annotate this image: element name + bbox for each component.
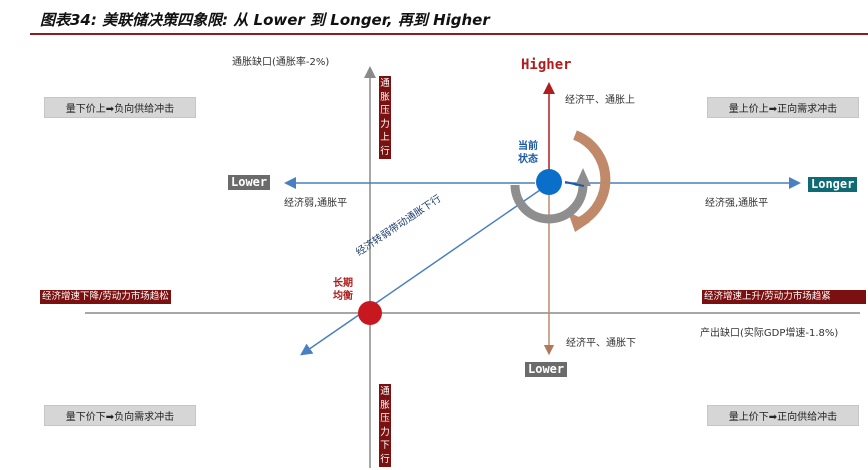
cycle-gray-arrowhead xyxy=(575,168,591,186)
lower-down-desc: 经济平、通胀下 xyxy=(566,338,636,349)
y-axis-label: 通胀缺口(通胀率-2%) xyxy=(232,57,330,68)
economy-accelerating-tag: 经济增速上升/劳动力市场趋紧 xyxy=(702,290,866,304)
figure-header: 图表34: 美联储决策四象限: 从 Lower 到 Longer, 再到 Hig… xyxy=(0,0,868,35)
header-rule xyxy=(30,33,868,35)
current-state-label: 当前状态 xyxy=(518,141,538,165)
quadrant-bottom-left: 量下价下➡负向需求冲击 xyxy=(44,405,196,426)
equilibrium-label: 长期均衡 xyxy=(333,278,353,302)
longer-label: Longer xyxy=(808,177,858,192)
higher-label: Higher xyxy=(521,57,572,73)
cycle-tick xyxy=(564,181,585,187)
figure-title: 图表34: 美联储决策四象限: 从 Lower 到 Longer, 再到 Hig… xyxy=(40,11,490,29)
quadrant-top-right: 量上价上➡正向需求冲击 xyxy=(707,97,859,118)
quadrant-bottom-right: 量上价下➡正向供给冲击 xyxy=(707,405,859,426)
higher-desc: 经济平、通胀上 xyxy=(565,95,635,106)
inflation-down-tag: 通胀压力下行 xyxy=(379,384,391,467)
current-state-dot xyxy=(536,169,562,195)
economy-slowing-tag: 经济增速下降/劳动力市场趋松 xyxy=(40,290,171,304)
lower-left-label: Lower xyxy=(228,175,271,190)
cycle-brown-arc xyxy=(572,130,611,227)
lower-left-desc: 经济弱,通胀平 xyxy=(284,198,348,209)
quadrant-top-left: 量下价上➡负向供给冲击 xyxy=(44,97,196,118)
lower-down-label: Lower xyxy=(525,362,568,377)
equilibrium-dot xyxy=(358,301,382,325)
x-axis-label: 产出缺口(实际GDP增速-1.8%) xyxy=(700,328,839,339)
cycle-brown-arrowhead xyxy=(568,212,590,232)
inflation-up-tag: 通胀压力上行 xyxy=(379,76,391,159)
diagonal-arrow xyxy=(300,189,541,356)
cycle-gray-arc xyxy=(510,184,588,224)
longer-desc: 经济强,通胀平 xyxy=(705,198,769,209)
